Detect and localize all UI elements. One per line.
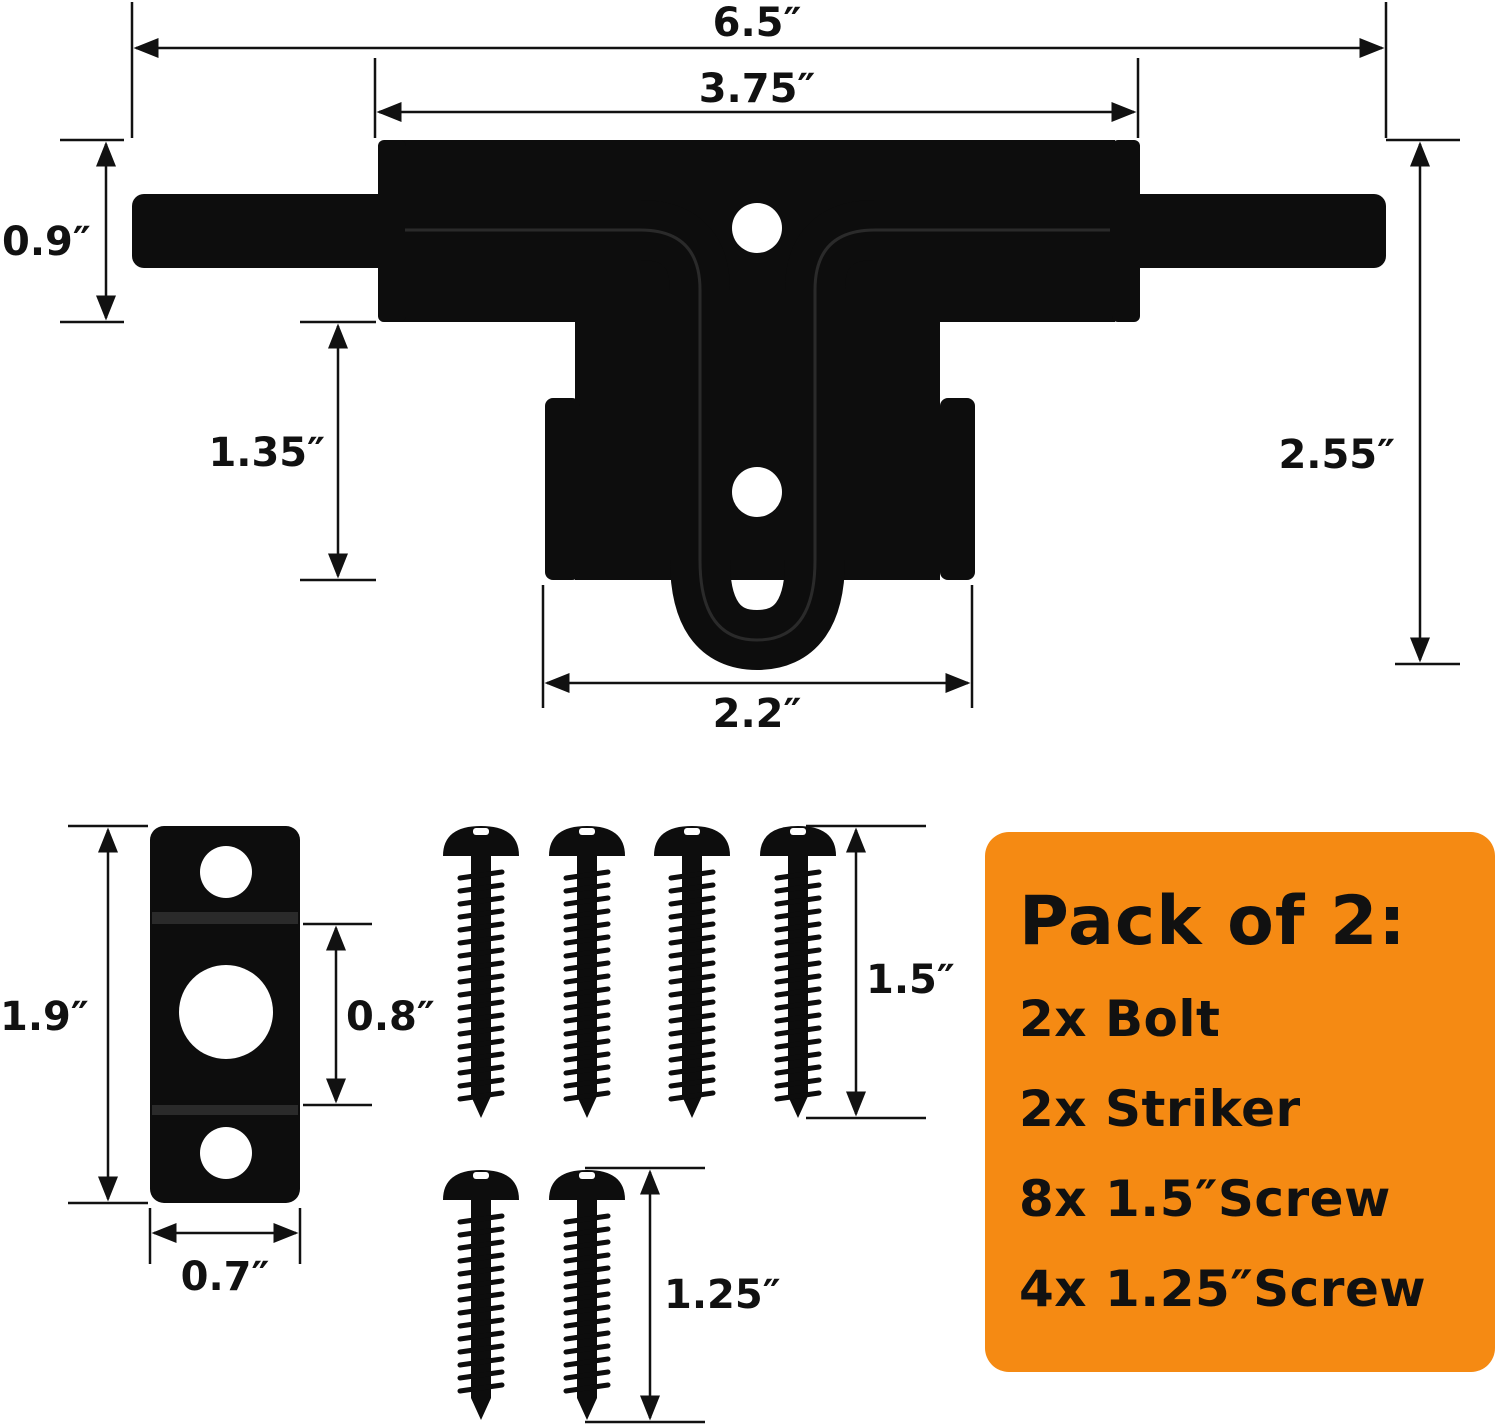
screw-dimensions: 1.5″ 1.25″ (585, 824, 955, 1424)
screw-long-1 (443, 826, 519, 1118)
screw-long-3 (654, 826, 730, 1118)
pack-title: Pack of 2: (1019, 882, 1407, 961)
striker-bend-bottom (152, 1105, 298, 1115)
dim-striker-width: 0.7″ (181, 1254, 270, 1300)
dim-long-screw: 1.5″ (866, 957, 955, 1003)
bolt-endcap-left (378, 140, 406, 322)
dim-total-height: 2.55″ (1278, 432, 1395, 478)
striker-hole-top (200, 846, 252, 898)
screws (443, 826, 836, 1420)
dim-base-width: 2.2″ (713, 691, 802, 737)
pack-item-bolt: 2x Bolt (1019, 990, 1221, 1048)
bolt-rod-left (132, 194, 392, 268)
dim-overall-length: 6.5″ (713, 0, 802, 46)
slide-bolt (132, 140, 1386, 670)
striker-dimensions: 1.9″ 0.8″ 0.7″ (0, 824, 435, 1300)
bolt-rod-right (1120, 194, 1386, 268)
bolt-mount-hole-bottom (732, 467, 782, 517)
screw-short-2 (549, 1170, 625, 1420)
screw-long-4 (760, 826, 836, 1118)
bolt-dimensions: 6.5″ 3.75″ 0.9″ 1.35″ 2.55″ 2.2″ (2, 0, 1460, 737)
dim-body-width: 3.75″ (699, 66, 816, 112)
pack-contents-card: Pack of 2: 2x Bolt 2x Striker 8x 1.5″Scr… (985, 832, 1495, 1372)
dim-leg-height: 1.35″ (208, 430, 325, 476)
striker-bolt-hole (179, 965, 273, 1059)
screw-long-2 (549, 826, 625, 1118)
striker-hole-bottom (200, 1127, 252, 1179)
bolt-tab-right (940, 398, 975, 580)
bolt-handle-highlight (405, 228, 1110, 642)
striker-bend-top (152, 912, 298, 924)
striker-plate (150, 826, 300, 1203)
pack-item-short-screw: 4x 1.25″Screw (1019, 1260, 1427, 1318)
dim-striker-hole: 0.8″ (346, 994, 435, 1040)
dim-rod-height: 0.9″ (2, 219, 91, 265)
bolt-endcap-right (1112, 140, 1140, 322)
screw-short-1 (443, 1170, 519, 1420)
dim-striker-height: 1.9″ (0, 994, 89, 1040)
dim-short-screw: 1.25″ (664, 1272, 781, 1318)
pack-item-long-screw: 8x 1.5″Screw (1019, 1170, 1391, 1228)
pack-item-striker: 2x Striker (1019, 1080, 1301, 1138)
bolt-mount-hole-top (732, 203, 782, 253)
bolt-tab-left (545, 398, 580, 580)
